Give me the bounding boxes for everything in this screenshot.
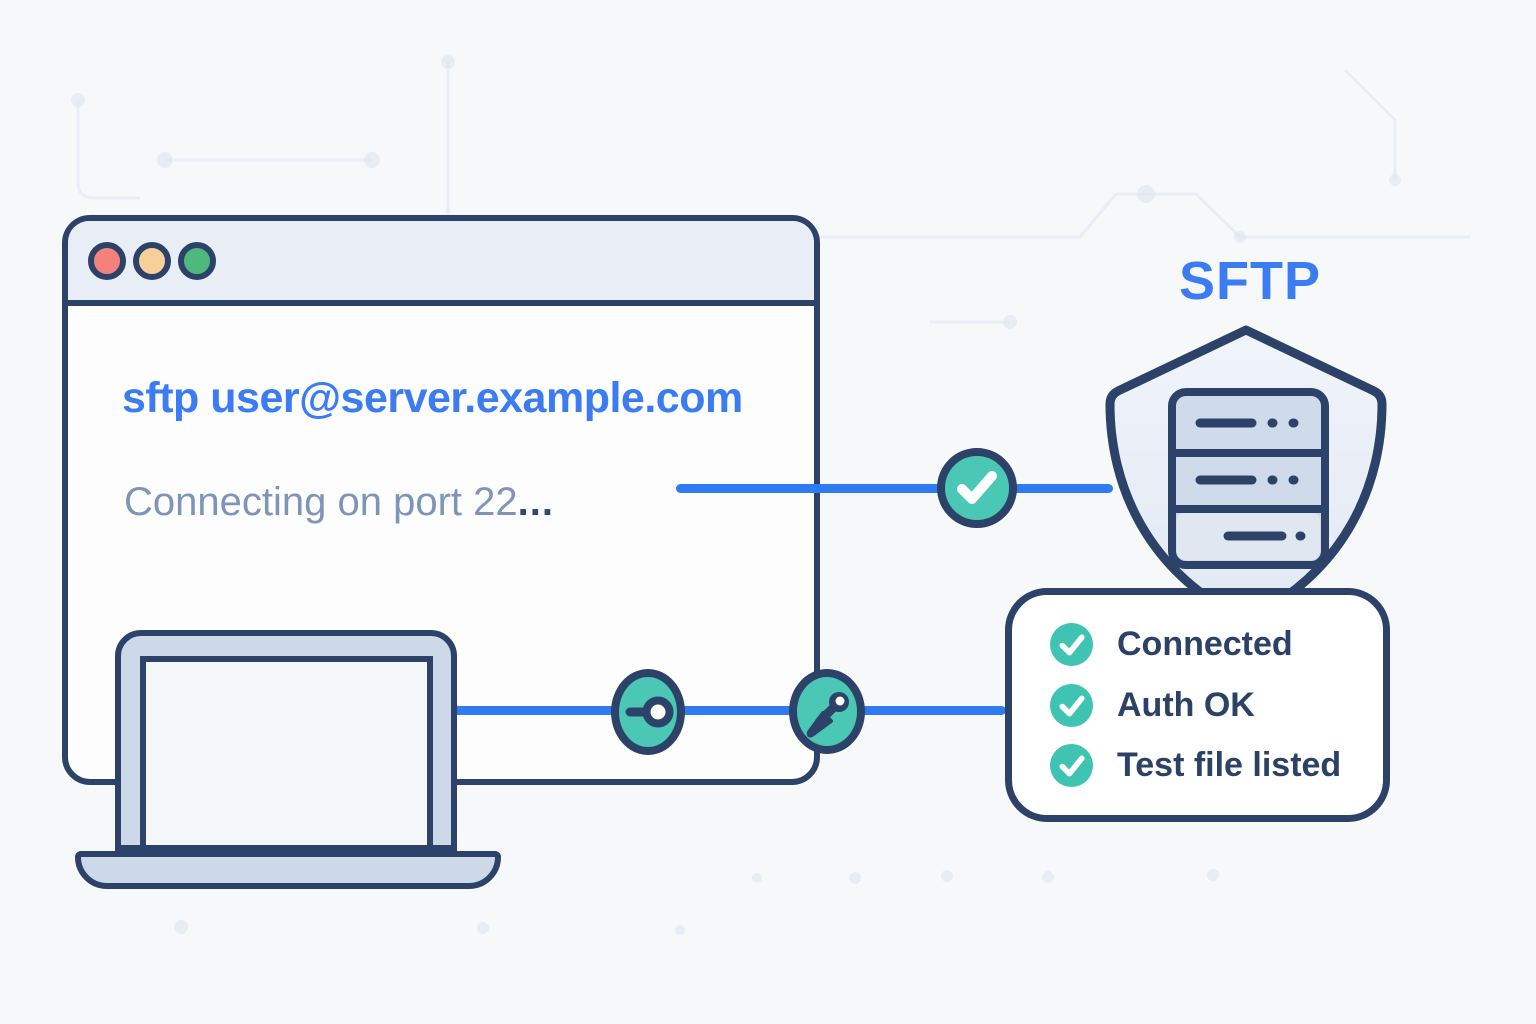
keyhole-node	[611, 669, 685, 755]
check-icon	[1050, 683, 1093, 727]
status-row: Test file listed	[1050, 744, 1383, 788]
window-titlebar	[68, 221, 814, 306]
terminal-body: sftp user@server.example.com Connecting …	[68, 312, 814, 779]
key-icon	[806, 692, 849, 738]
status-label: Auth OK	[1117, 685, 1255, 724]
keyhole-icon	[625, 696, 674, 728]
key-node	[789, 669, 865, 754]
shield-icon	[1105, 325, 1387, 625]
sftp-command-text: sftp user@server.example.com	[122, 374, 743, 422]
laptop-screen	[140, 656, 433, 851]
sftp-server-shield	[1100, 322, 1392, 625]
status-text: Connecting on port 22	[124, 480, 518, 524]
check-icon	[1050, 744, 1093, 788]
server-rack-icon	[1168, 388, 1329, 569]
check-icon	[1050, 622, 1093, 666]
status-row: Connected	[1050, 622, 1383, 666]
connection-line-top	[676, 484, 1113, 493]
laptop-base	[75, 851, 501, 889]
connection-status-text: Connecting on port 22...	[124, 480, 554, 525]
close-dot-icon	[88, 241, 126, 280]
status-row: Auth OK	[1050, 683, 1383, 727]
connection-line-bottom	[450, 706, 1006, 715]
check-icon	[957, 471, 997, 504]
connection-check-node	[937, 448, 1017, 528]
status-label: Test file listed	[1117, 746, 1342, 785]
status-ellipsis: ...	[517, 480, 554, 524]
zoom-dot-icon	[178, 241, 216, 280]
minimize-dot-icon	[133, 241, 171, 280]
sftp-title: SFTP	[1178, 251, 1321, 311]
status-card: Connected Auth OK Test file listed	[1005, 588, 1390, 822]
status-label: Connected	[1117, 624, 1293, 663]
